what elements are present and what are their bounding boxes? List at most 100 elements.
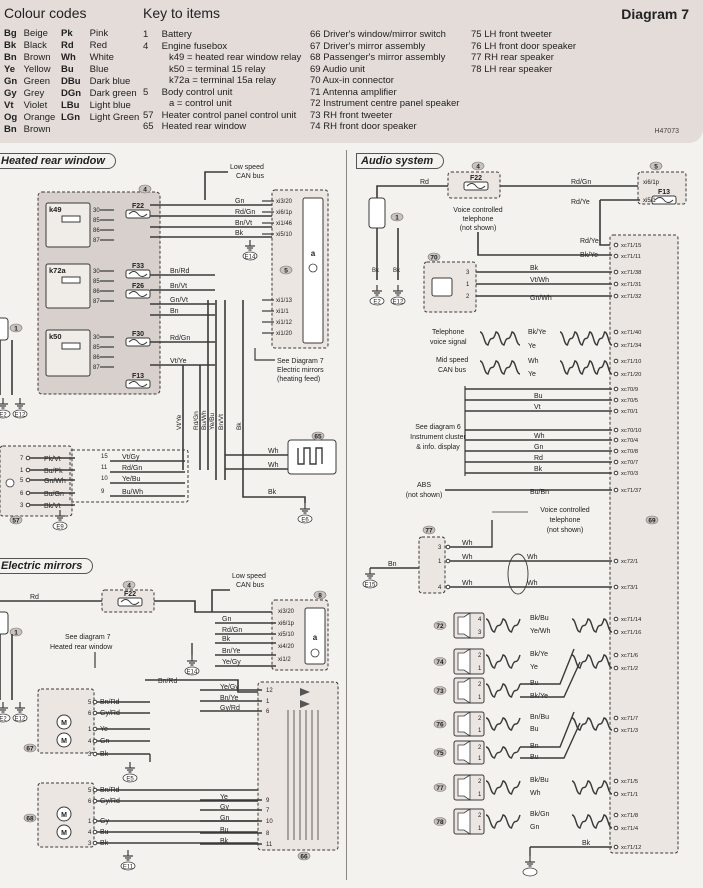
item-badge-1	[9, 627, 23, 637]
earth-label: E2	[373, 300, 381, 306]
control-unit-b	[304, 607, 326, 665]
wire-label: Bk	[222, 636, 231, 643]
wire-label: Gn	[220, 815, 229, 822]
fuse-element	[128, 211, 148, 217]
wire-label: Gn	[222, 616, 231, 623]
terminal	[92, 787, 98, 793]
heater-grid	[297, 447, 323, 465]
wire-label: Gn/Wh	[530, 295, 552, 302]
item-badge-4	[471, 161, 485, 171]
wire-label: Bk	[393, 268, 401, 274]
wire-label: Bk	[236, 422, 243, 430]
speaker-icon	[457, 711, 471, 737]
terminal	[613, 397, 619, 403]
wire-label: Ye/Gy	[220, 684, 239, 691]
wire-label: Bk	[372, 268, 380, 274]
colour-codes-title: Colour codes	[4, 5, 87, 21]
terminal	[613, 616, 619, 622]
terminal	[613, 427, 619, 433]
terminal	[25, 477, 31, 483]
pin-label: xc71/5	[621, 779, 638, 785]
pin-label: 10	[266, 819, 273, 825]
key-item: 69 Audio unit	[310, 63, 365, 75]
header: Colour codes Key to items Diagram 7 H470…	[0, 0, 703, 143]
pin-label: xc72/1	[621, 559, 638, 565]
cross-ref-label: Voice controlled	[453, 207, 503, 214]
pin-label: xc71/10	[621, 359, 641, 365]
terminal	[613, 629, 619, 635]
pin-label: xi1/1	[276, 309, 289, 315]
earth-label: E12	[393, 300, 404, 306]
item-badge-74-label: 74	[436, 659, 444, 666]
key-item: 75 LH front tweeter	[471, 29, 552, 40]
relay-pin: 85	[93, 279, 100, 285]
terminal	[92, 829, 98, 835]
colour-code-item: Ye Yellow	[4, 64, 51, 75]
wire-label: Bn/Vt	[170, 283, 187, 290]
wire-label: Bn/Rd	[170, 268, 190, 275]
twisted-pair	[571, 814, 613, 829]
relay-coil	[61, 342, 81, 350]
earth-tag	[12, 409, 28, 419]
fuse-element	[120, 599, 140, 605]
wire-label: Bk	[530, 265, 539, 272]
wire-label: Wh	[534, 433, 545, 440]
item-badge-77-label: 77	[425, 528, 433, 535]
key-item: 57 Heater control panel control unit	[143, 109, 297, 121]
pin-label: xc71/3	[621, 728, 638, 734]
twisted-pair	[571, 654, 613, 669]
wire-label: Bk/Ye	[530, 651, 548, 658]
relay-k50	[45, 329, 91, 377]
pin-label: 5	[88, 788, 92, 794]
relay-coil	[61, 276, 81, 284]
earth-label: E14	[187, 670, 198, 676]
colour-code-item: Bk Black	[4, 40, 47, 51]
terminal	[92, 699, 98, 705]
earth-label: E14	[245, 255, 256, 261]
wire-label: Bu/Gn	[44, 491, 64, 498]
wire-label: Bu/Wh	[201, 410, 208, 430]
wire-Bu	[520, 722, 581, 759]
cross-ref-label: Voice controlled	[540, 507, 590, 514]
pin-label: 4	[438, 585, 442, 591]
cross-ref-label: Electric mirrors	[277, 367, 324, 374]
fuse-label: F30	[132, 331, 144, 338]
twisted-pair	[479, 360, 521, 375]
wire-label: Wh	[268, 462, 279, 469]
wire-label: Gy/Rd	[100, 798, 120, 805]
pin-label: xc71/40	[621, 330, 641, 336]
terminal	[613, 253, 619, 259]
wire-Wh	[450, 520, 493, 548]
wire-Rd	[154, 600, 275, 613]
item-badge-65-label: 65	[314, 434, 322, 441]
terminal	[613, 342, 619, 348]
pin-label: xi1/13	[276, 298, 293, 304]
pin-label: 3	[88, 841, 92, 847]
wire-label: Rd/Gn	[222, 627, 242, 634]
cross-ref-label: Instrument cluster	[410, 434, 466, 441]
cross-ref-label: telephone	[550, 517, 581, 524]
terminal	[613, 844, 619, 850]
terminal	[613, 371, 619, 377]
colour-code-item: LGn Light Green	[61, 112, 140, 123]
wire-label: Wh	[268, 448, 279, 455]
pin-label: 6	[266, 709, 270, 715]
wire-label: Bn/Vt	[235, 220, 252, 227]
wire-label: Rd/Gn	[571, 179, 591, 186]
motor-icon	[56, 732, 72, 748]
pin-label: 11	[266, 842, 273, 848]
fuse-element	[128, 381, 148, 387]
item-badge-76	[433, 719, 447, 729]
can-bus-label: CAN bus	[236, 582, 265, 589]
twisted-pair	[485, 717, 521, 731]
speaker-icon	[457, 648, 471, 675]
earth-tag	[522, 867, 538, 877]
wire-label: Bn/Vt	[218, 414, 225, 430]
wire-label: Bu	[220, 827, 229, 834]
item-badge-76-label: 76	[436, 722, 444, 729]
item-badge-4-label: 4	[143, 187, 147, 194]
pin-label: xi6/1p	[276, 210, 293, 216]
pin-label: xc71/14	[621, 617, 642, 623]
terminal	[613, 487, 619, 493]
wire-label: Rd/Gn	[193, 411, 200, 430]
